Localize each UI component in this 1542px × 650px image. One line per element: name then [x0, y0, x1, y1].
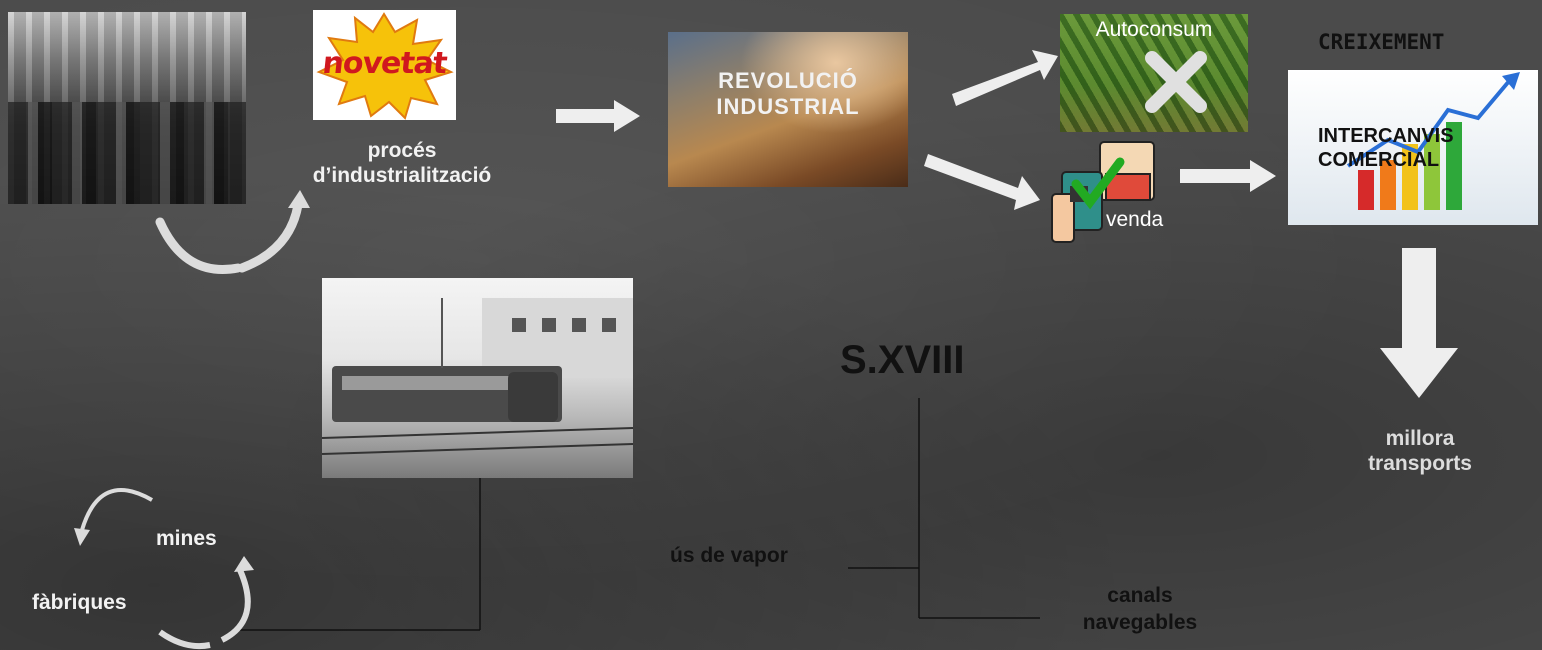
cycle-arrow-top — [80, 488, 153, 531]
train-photo — [322, 278, 633, 478]
revolucio-image: REVOLUCIÓ INDUSTRIAL — [668, 32, 908, 187]
train-icon — [322, 298, 633, 455]
arrow-down-shaft — [1402, 248, 1436, 350]
canals-navegables-label: canals navegables — [1082, 584, 1198, 635]
curve-arrow-right-head — [288, 190, 310, 208]
creixement-label: CREIXEMENT — [1318, 30, 1445, 54]
cycle-arrow-top-head — [74, 528, 90, 546]
mines-label: mines — [156, 527, 217, 550]
arrow-to-venda — [924, 154, 1040, 210]
curve-arrow-left — [155, 217, 243, 274]
revolucio-line2: INDUSTRIAL — [716, 94, 860, 120]
fabriques-label: fàbriques — [32, 591, 127, 614]
card-payment-icon — [1051, 141, 1155, 243]
proces-label: procés d’industrialització — [312, 139, 492, 188]
millora-transports-label: millora transports — [1368, 427, 1472, 476]
novetat-text: novetat — [320, 46, 449, 81]
intercanvis-text: INTERCANVIS COMERCIAL — [1318, 124, 1454, 172]
venda-label: venda — [1106, 208, 1164, 231]
factory-photo — [8, 12, 246, 204]
intercanvis-image: INTERCANVIS COMERCIAL — [1288, 70, 1538, 225]
autoconsum-label: Autoconsum — [1095, 18, 1213, 41]
sxviii-label: S.XVIII — [840, 338, 965, 382]
revolucio-line1: REVOLUCIÓ — [718, 68, 858, 93]
factory-photo-machines — [8, 102, 246, 204]
curve-arrow-right — [237, 200, 303, 273]
arrow-to-intercanvis-shaft — [1180, 169, 1252, 183]
arrow-to-revolucio-shaft — [556, 109, 616, 123]
us-vapor-label: ús de vapor — [670, 544, 788, 567]
cycle-arrow-right — [220, 568, 251, 643]
cross-icon — [1145, 51, 1207, 113]
venda-icon — [1048, 138, 1160, 248]
arrow-to-autoconsum — [952, 50, 1058, 106]
cycle-arrow-bottom — [158, 629, 211, 650]
autoconsum-image — [1060, 14, 1248, 132]
intercanvis-line1: INTERCANVIS — [1318, 125, 1454, 147]
arrow-to-revolucio-head — [614, 100, 640, 132]
novetat-sticker: novetat — [313, 10, 456, 120]
cycle-arrow-right-head — [234, 556, 254, 572]
intercanvis-line2: COMERCIAL — [1318, 149, 1440, 171]
arrow-down-head — [1380, 348, 1458, 398]
revolucio-text: REVOLUCIÓ INDUSTRIAL — [668, 68, 908, 121]
starburst-icon — [316, 12, 454, 120]
arrow-to-intercanvis-head — [1250, 160, 1276, 192]
growth-chart-icon — [1346, 72, 1520, 210]
